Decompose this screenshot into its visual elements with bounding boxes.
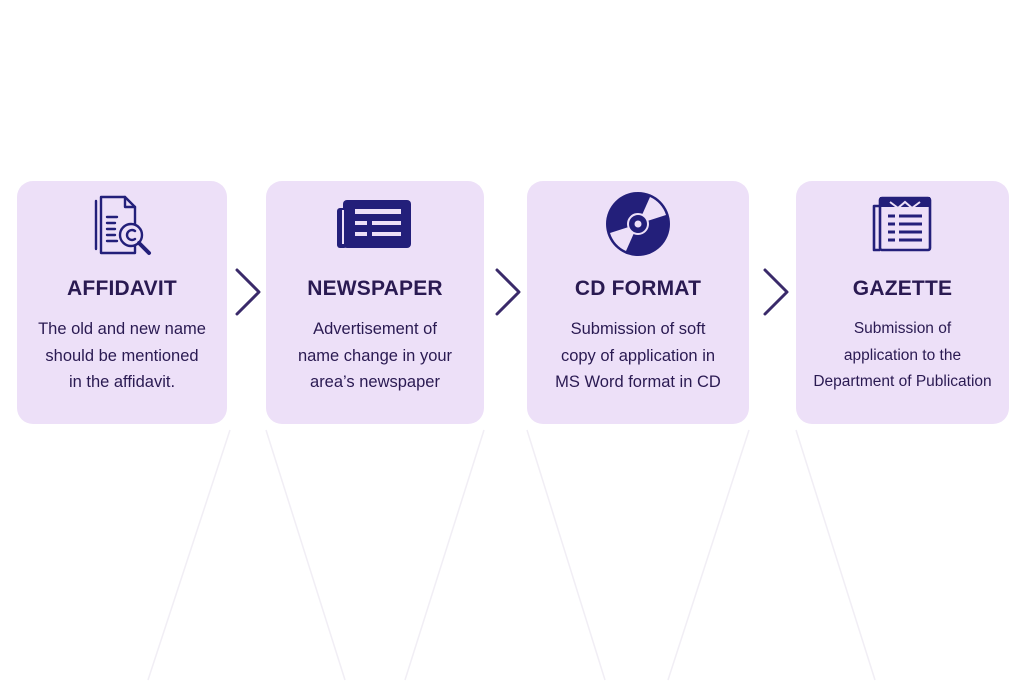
step-card-cd-format: CD FORMAT Submission of soft copy of app… <box>527 181 749 424</box>
chevron-right-icon <box>763 268 789 316</box>
step-card-affidavit: AFFIDAVIT The old and new name should be… <box>17 181 227 424</box>
description-line: The old and new name <box>38 320 206 338</box>
description-line: in the affidavit. <box>68 373 176 391</box>
newspaper-icon <box>266 191 484 257</box>
description-line: should be mentioned <box>45 346 199 365</box>
chevron-right-icon <box>495 268 521 316</box>
step-description: The old and new name should be mentioned… <box>21 316 223 396</box>
step-title: AFFIDAVIT <box>67 277 177 300</box>
description-line: application to the <box>843 346 962 364</box>
description-line: Submission of <box>853 320 952 337</box>
step-title: GAZETTE <box>852 277 953 300</box>
step-card-gazette: GAZETTE Submission of application to the… <box>796 181 1009 424</box>
affidavit-document-icon <box>17 191 227 257</box>
description-line: copy of application in <box>560 346 716 365</box>
description-line: area’s newspaper <box>310 373 440 391</box>
step-title: CD FORMAT <box>574 277 702 300</box>
chevron-right-icon <box>235 268 261 316</box>
step-description: Submission of application to the Departm… <box>800 316 1005 396</box>
description-line: MS Word format in CD <box>555 373 721 391</box>
description-line: Submission of soft <box>570 320 706 338</box>
description-line: Advertisement of <box>313 320 437 338</box>
step-title: NEWSPAPER <box>307 277 443 300</box>
cd-disc-icon <box>527 191 749 257</box>
step-card-newspaper: NEWSPAPER Advertisement of name change i… <box>266 181 484 424</box>
description-line: name change in your <box>297 346 453 365</box>
description-line: Department of Publication <box>813 373 992 390</box>
gazette-icon <box>796 191 1009 257</box>
step-description: Advertisement of name change in your are… <box>270 316 480 396</box>
step-description: Submission of soft copy of application i… <box>531 316 745 396</box>
